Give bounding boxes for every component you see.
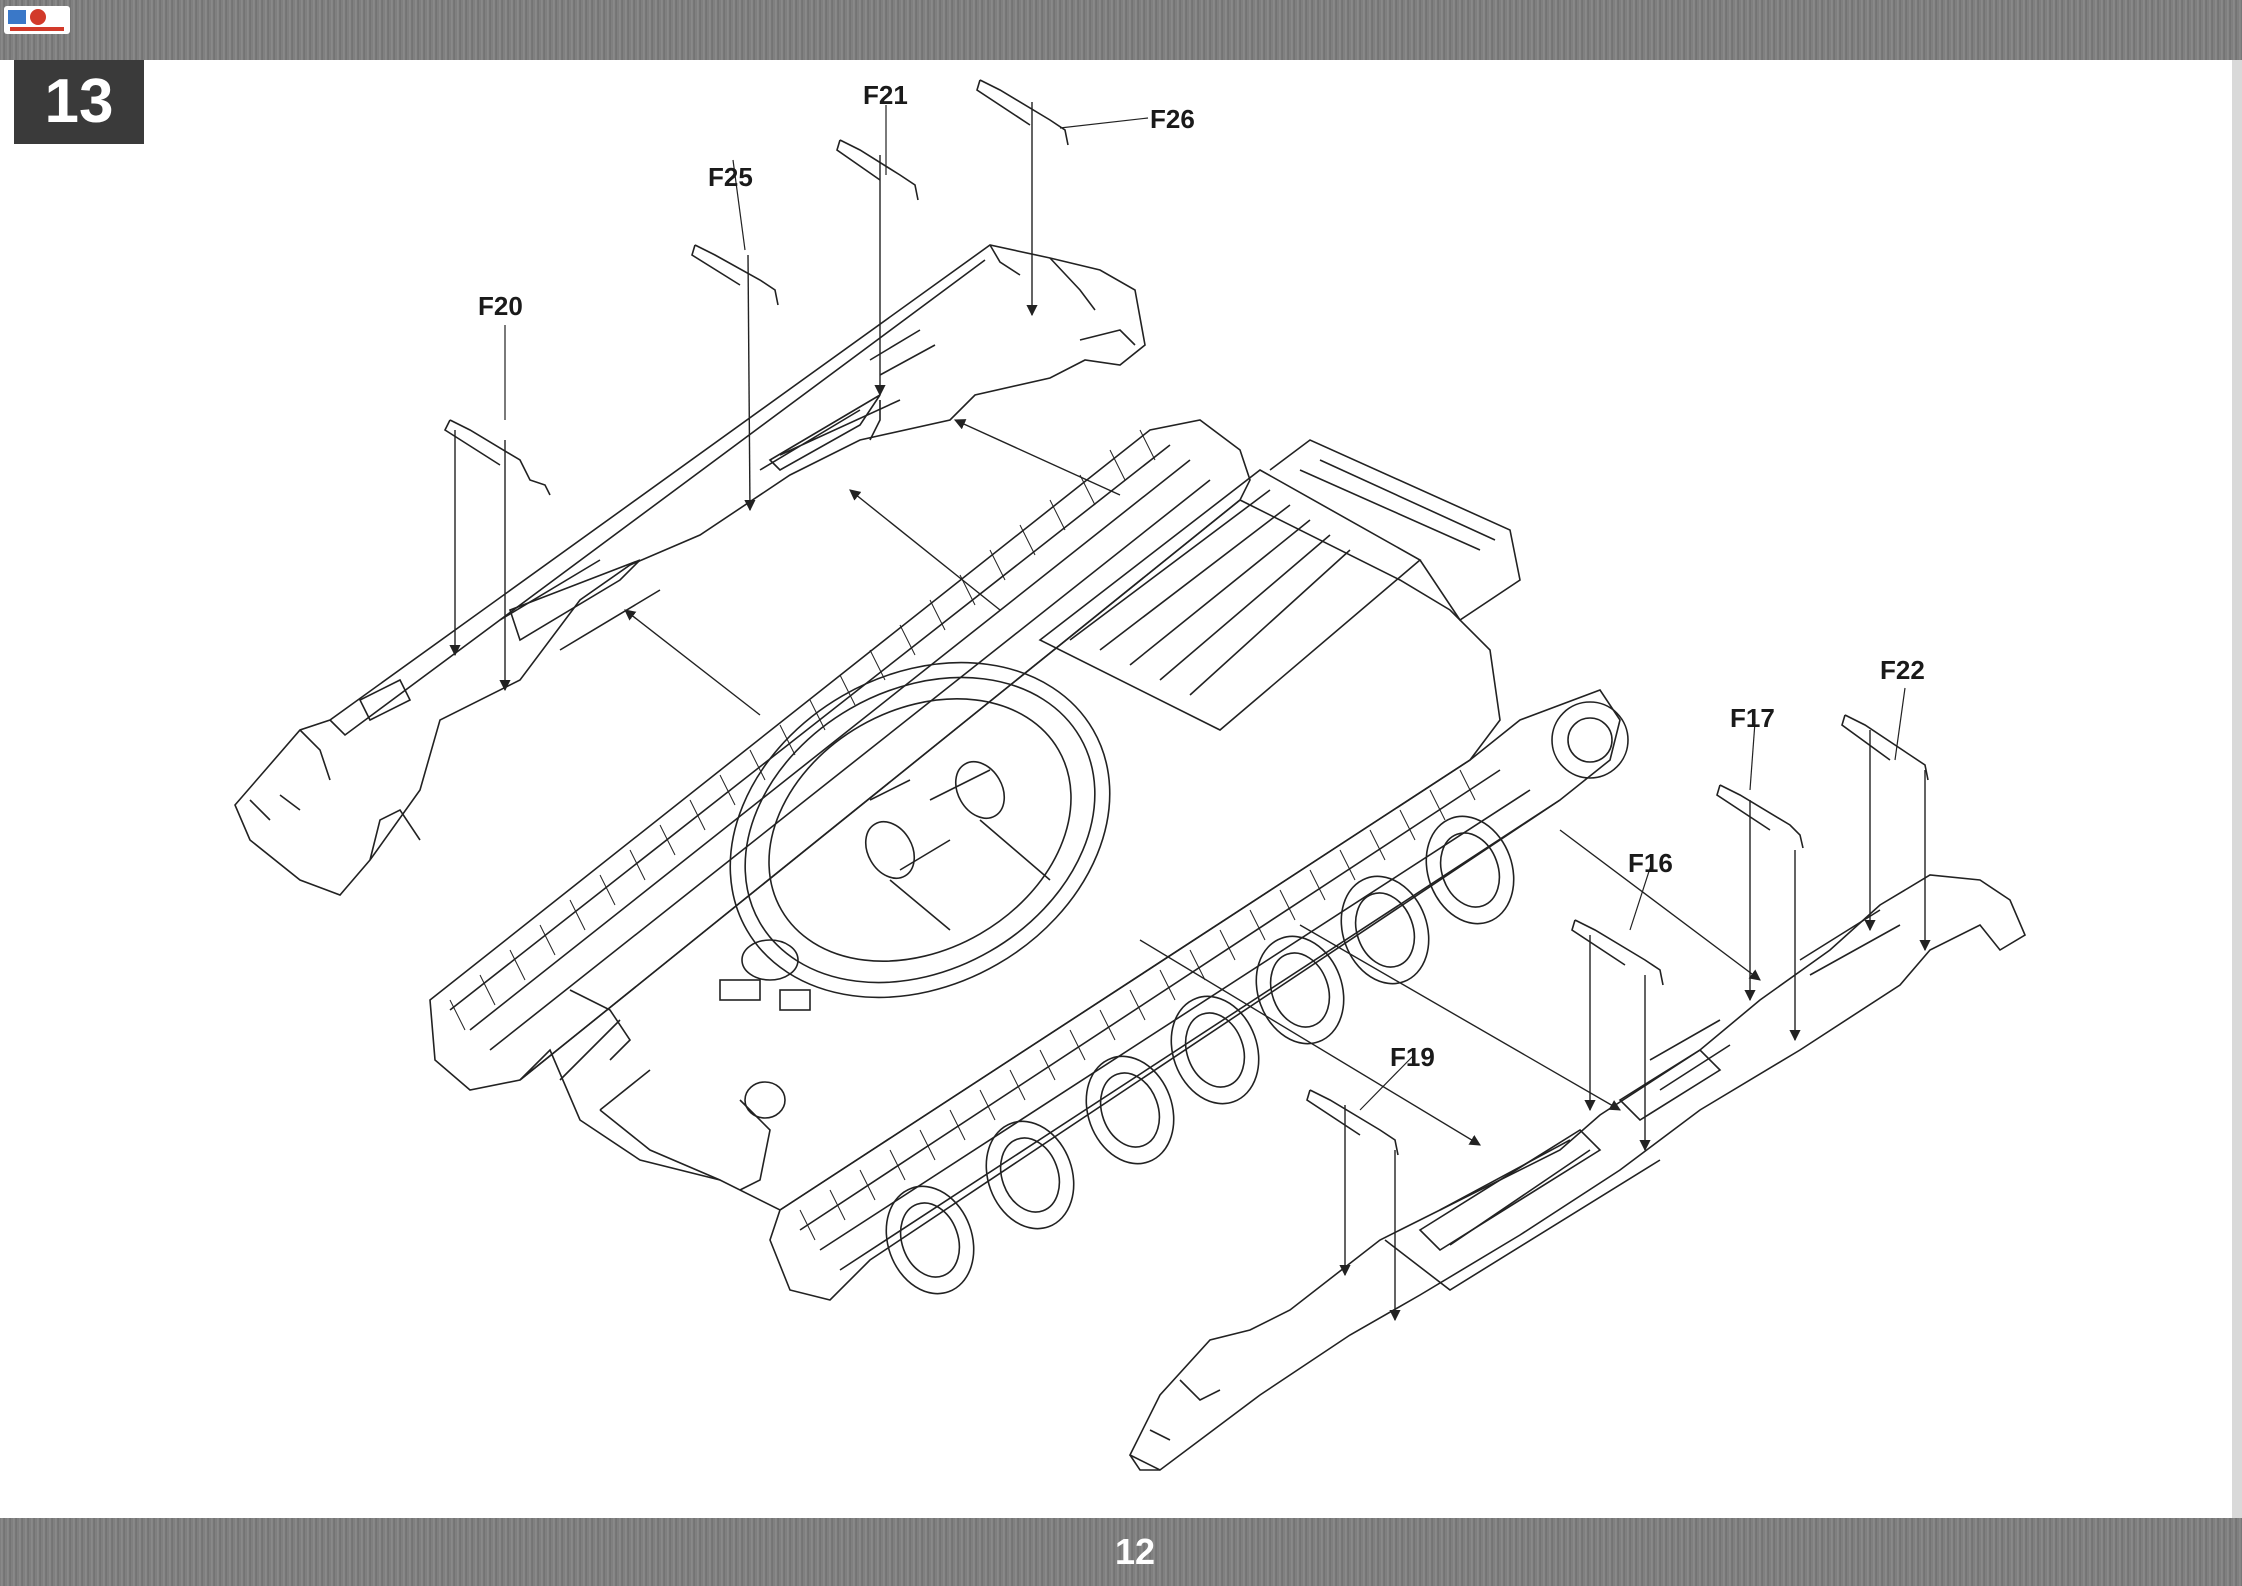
footer-band — [0, 1518, 2242, 1586]
step-number-badge: 13 — [14, 60, 144, 144]
part-label-f16: F16 — [1628, 848, 1673, 878]
part-label-f20: F20 — [478, 291, 523, 321]
bracket-parts — [443, 79, 1929, 1156]
hull-underside — [429, 419, 1621, 1301]
part-label-f21: F21 — [863, 80, 908, 110]
assembly-arrows — [449, 102, 1931, 1322]
page-edge — [2232, 60, 2242, 1518]
part-label-f19: F19 — [1390, 1042, 1435, 1072]
track-links — [449, 429, 1476, 1241]
header-band — [0, 0, 2242, 60]
publisher-logo — [4, 6, 70, 34]
left-fender — [234, 244, 1146, 896]
part-label-f22: F22 — [1880, 655, 1925, 685]
page-number: 12 — [1114, 1531, 1156, 1572]
part-label-f17: F17 — [1730, 703, 1775, 733]
road-wheels — [885, 701, 1629, 1295]
part-label-f26: F26 — [1150, 104, 1195, 134]
right-fender — [1128, 874, 2027, 1471]
part-label-f25: F25 — [708, 162, 753, 192]
leader-lines — [504, 105, 1906, 1111]
